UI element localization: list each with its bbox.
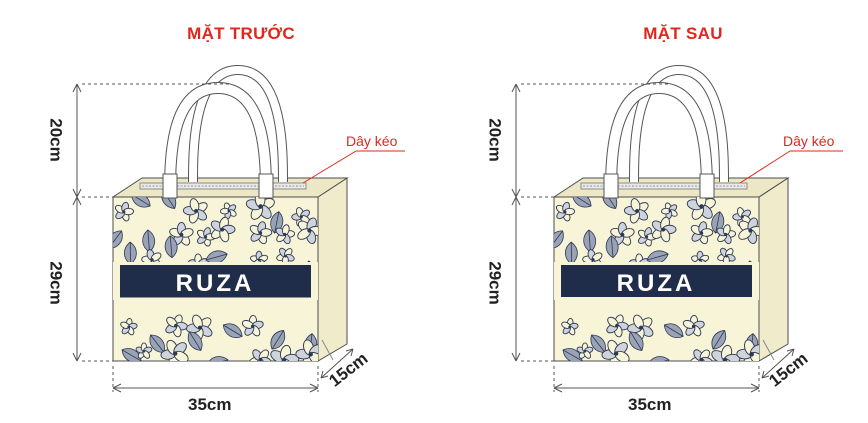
body-height-label: 29cm: [485, 261, 505, 305]
front-bag: RUZA: [111, 64, 349, 362]
brand-logo: RUZA: [176, 270, 255, 297]
width-label: 35cm: [188, 395, 232, 414]
brand-logo: RUZA: [617, 270, 696, 297]
zipper-label: Dây kéo: [783, 133, 835, 149]
handle-height-label: 20cm: [485, 118, 505, 162]
front-dimensions: [72, 83, 405, 393]
floral-pattern: [113, 197, 318, 361]
back-dimensions: [511, 83, 843, 393]
front-view-title: MẶT TRƯỚC: [187, 24, 295, 43]
body-height-label: 29cm: [46, 261, 66, 305]
zipper-label: Dây kéo: [346, 133, 398, 149]
back-bag: RUZA: [552, 64, 790, 362]
handle-height-label: 20cm: [46, 118, 66, 162]
back-view-title: MẶT SAU: [643, 24, 723, 43]
width-label: 35cm: [628, 395, 672, 414]
